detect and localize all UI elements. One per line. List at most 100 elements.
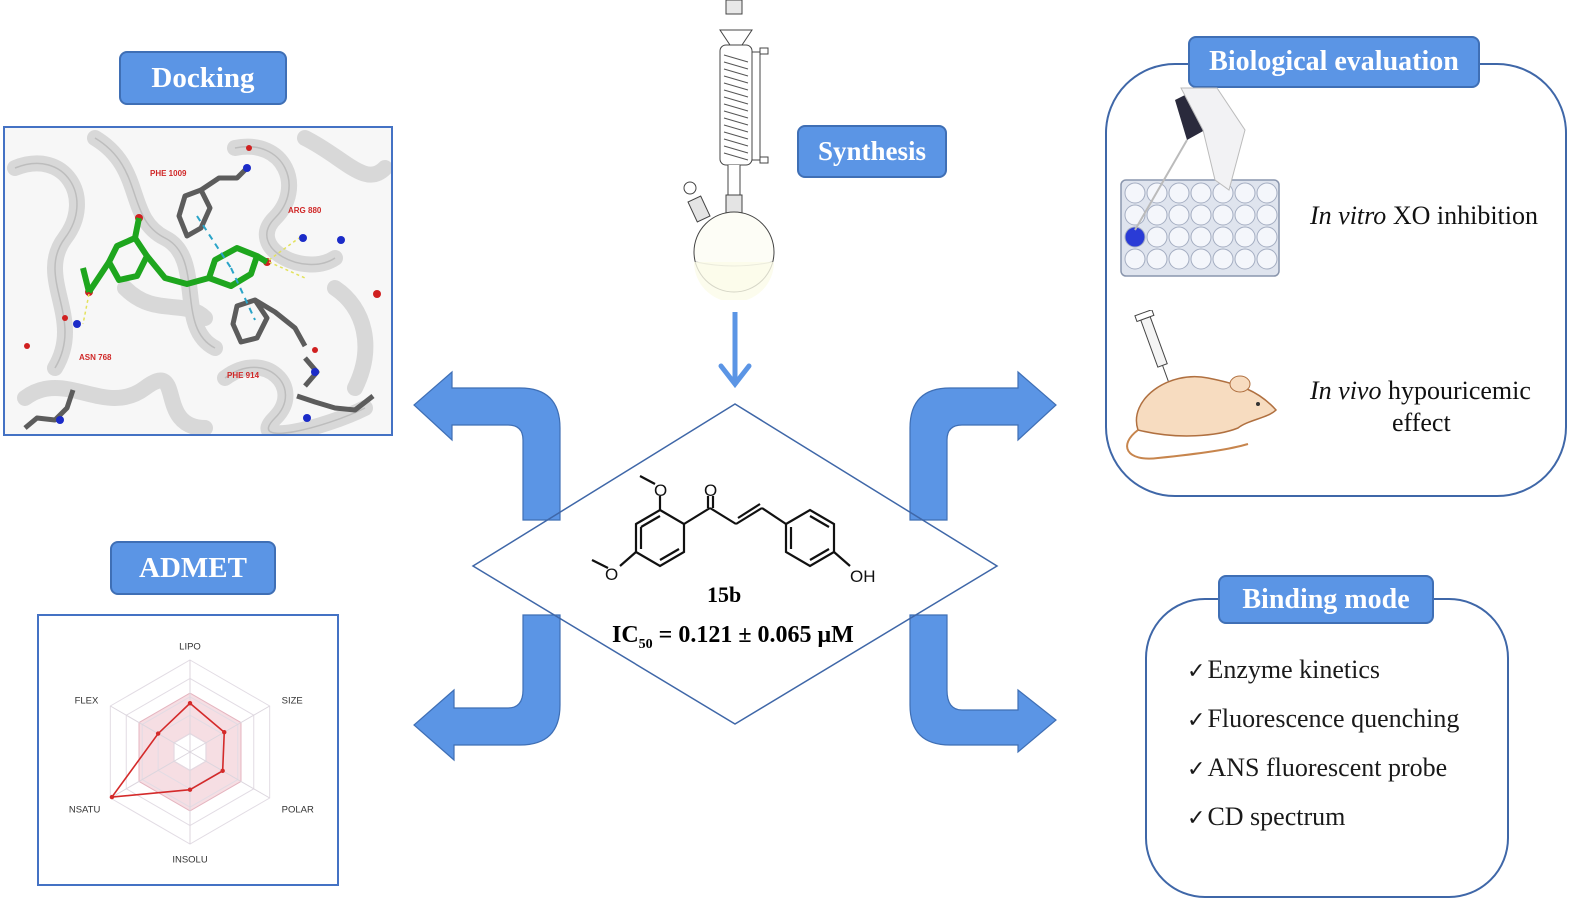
well bbox=[1234, 182, 1256, 204]
pi-stacking-interactions bbox=[196, 215, 256, 321]
radar-axis-label-insolu: INSOLU bbox=[172, 855, 208, 866]
in-vitro-italic: In vitro bbox=[1310, 201, 1387, 230]
check-icon: ✓ bbox=[1187, 658, 1206, 683]
check-icon: ✓ bbox=[1187, 707, 1206, 732]
plate-wells bbox=[1124, 182, 1278, 270]
well bbox=[1146, 226, 1168, 248]
well bbox=[1212, 204, 1234, 226]
biological-evaluation-label: Biological evaluation bbox=[1188, 36, 1480, 88]
well bbox=[1234, 248, 1256, 270]
residue-label-arg880: ARG 880 bbox=[288, 206, 322, 215]
in-vivo-italic: In vivo bbox=[1310, 376, 1382, 405]
docking-label: Docking bbox=[119, 51, 287, 105]
ligand-15b bbox=[80, 217, 269, 294]
binding-mode-item-label: Enzyme kinetics bbox=[1207, 655, 1380, 684]
binding-mode-item: ✓ANS fluorescent probe bbox=[1187, 753, 1459, 802]
in-vitro-text: In vitro XO inhibition bbox=[1310, 201, 1538, 231]
radar-point-size bbox=[222, 730, 227, 735]
well bbox=[1190, 248, 1212, 270]
radar-axis-label-polar: POLAR bbox=[282, 804, 314, 815]
protein-ribbon-edges bbox=[14, 137, 366, 434]
radar-axis-line bbox=[189, 705, 270, 753]
atom-o-carbonyl: O bbox=[704, 481, 717, 500]
ic50-subscript: 50 bbox=[638, 636, 653, 652]
ic50-value: IC50 = 0.121 ± 0.065 μM bbox=[612, 622, 854, 653]
binding-mode-label: Binding mode bbox=[1218, 575, 1434, 624]
arrow-to-admet bbox=[413, 614, 561, 762]
well bbox=[1168, 248, 1190, 270]
mouse-syringe-icon bbox=[1126, 310, 1278, 460]
check-icon: ✓ bbox=[1187, 805, 1206, 830]
well bbox=[1190, 204, 1212, 226]
arrow-down-icon bbox=[718, 312, 752, 389]
compound-name: 15b bbox=[707, 582, 742, 607]
well bbox=[1234, 226, 1256, 248]
filled-well bbox=[1124, 226, 1146, 248]
arrow-to-binding bbox=[909, 614, 1057, 754]
nitrogen-atoms bbox=[56, 164, 345, 424]
admet-radar-panel: LIPO SIZE POLAR INSOLU NSATU FLEX bbox=[37, 614, 339, 886]
admet-radar-chart: LIPO SIZE POLAR INSOLU NSATU FLEX bbox=[69, 641, 314, 866]
radar-axis-line bbox=[189, 751, 270, 799]
radar-point-insolu bbox=[187, 787, 193, 792]
check-icon: ✓ bbox=[1187, 756, 1206, 781]
in-vivo-text: In vivo hypouricemic bbox=[1310, 376, 1531, 406]
residue-label-asn768: ASN 768 bbox=[79, 353, 112, 362]
well bbox=[1146, 248, 1168, 270]
well bbox=[1212, 226, 1234, 248]
arrow-to-biological bbox=[909, 370, 1057, 521]
residue-sticks bbox=[23, 166, 375, 430]
ic50-number: = 0.121 ± 0.065 μM bbox=[652, 622, 854, 648]
radar-axis-line bbox=[110, 705, 191, 753]
synthesis-label: Synthesis bbox=[797, 125, 947, 178]
binding-mode-item: ✓CD spectrum bbox=[1187, 802, 1459, 851]
reflux-apparatus-icon bbox=[683, 0, 775, 300]
compound-diamond bbox=[471, 403, 999, 725]
radar-axis-label-flex: FLEX bbox=[75, 696, 99, 707]
admet-label: ADMET bbox=[110, 541, 276, 595]
radar-point-insatu bbox=[109, 794, 115, 800]
radar-point-lipo bbox=[187, 701, 193, 706]
binding-mode-item-label: ANS fluorescent probe bbox=[1207, 753, 1448, 782]
ic50-prefix: IC bbox=[612, 622, 639, 648]
residue-label-phe1009: PHE 1009 bbox=[150, 169, 187, 178]
well bbox=[1124, 204, 1146, 226]
atom-o-methoxy-para: O bbox=[605, 565, 618, 584]
binding-mode-item-label: CD spectrum bbox=[1207, 802, 1346, 831]
well bbox=[1168, 226, 1190, 248]
well bbox=[1146, 204, 1168, 226]
well-plate-pipette-icon bbox=[1120, 87, 1280, 277]
in-vitro-rest: XO inhibition bbox=[1386, 201, 1538, 230]
well bbox=[1234, 204, 1256, 226]
binding-mode-item: ✓Enzyme kinetics bbox=[1187, 655, 1459, 704]
hbond-interactions bbox=[82, 237, 306, 325]
atom-oh: OH bbox=[850, 567, 876, 586]
well bbox=[1256, 248, 1278, 270]
central-flow-graphic: O O O OH bbox=[413, 370, 1057, 762]
radar-axis-label-insatu: NSATU bbox=[69, 804, 101, 815]
docking-illustration: PHE 1009 ARG 880 ASN 768 PHE 914 bbox=[5, 128, 391, 434]
atom-o-methoxy-ortho: O bbox=[654, 481, 667, 500]
radar-point-flex bbox=[155, 731, 161, 736]
binding-mode-item-label: Fluorescence quenching bbox=[1207, 704, 1460, 733]
well bbox=[1124, 182, 1146, 204]
well bbox=[1168, 204, 1190, 226]
docking-image: PHE 1009 ARG 880 ASN 768 PHE 914 bbox=[3, 126, 393, 436]
well bbox=[1124, 248, 1146, 270]
well bbox=[1190, 226, 1212, 248]
well bbox=[1256, 226, 1278, 248]
well bbox=[1168, 182, 1190, 204]
curved-arrows bbox=[413, 370, 1057, 762]
chalcone-structure bbox=[591, 475, 851, 569]
well bbox=[1256, 182, 1278, 204]
radar-axis-label-lipo: LIPO bbox=[179, 641, 201, 652]
residue-label-phe914: PHE 914 bbox=[227, 371, 260, 380]
well bbox=[1212, 248, 1234, 270]
binding-mode-list: ✓Enzyme kinetics ✓Fluorescence quenching… bbox=[1187, 655, 1459, 851]
well bbox=[1190, 182, 1212, 204]
radar-axis-line bbox=[110, 751, 191, 799]
in-vivo-text-line2: effect bbox=[1392, 408, 1451, 437]
radar-axis-label-size: SIZE bbox=[282, 696, 303, 707]
binding-mode-item: ✓Fluorescence quenching bbox=[1187, 704, 1459, 753]
radar-point-polar bbox=[220, 768, 225, 774]
